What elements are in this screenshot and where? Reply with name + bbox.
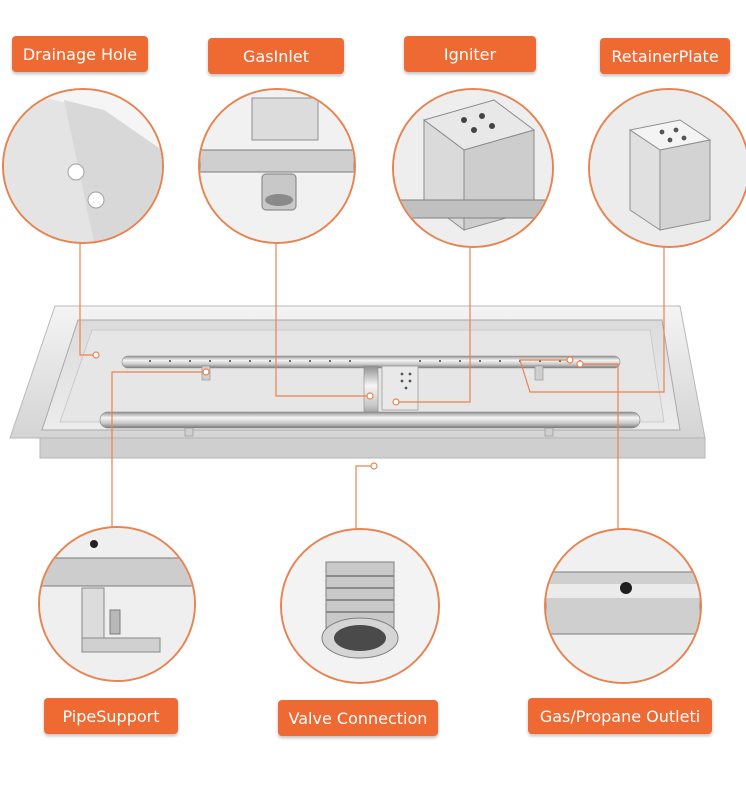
drainage-hole-detail (2, 88, 164, 244)
label-igniter: Igniter (404, 36, 536, 72)
label-drainage-hole: Drainage Hole (12, 36, 148, 72)
label-retainer-plate: RetainerPlate (600, 38, 730, 74)
burner-pipe-front (99, 411, 641, 429)
gas-outlet-detail (544, 528, 702, 684)
valve-connection-detail (280, 528, 440, 684)
leader-lines (79, 230, 665, 532)
label-gas-inlet: GasInlet (208, 38, 344, 74)
label-pipe-support: PipeSupport (44, 698, 178, 734)
gas-inlet-detail (198, 88, 356, 244)
label-valve-connection: Valve Connection (278, 700, 438, 736)
igniter-housing (381, 365, 419, 411)
label-gas-outlet: Gas/Propane Outleti (528, 698, 712, 734)
retainer-plate-detail (588, 88, 746, 248)
igniter-detail (392, 88, 554, 248)
pipe-support-detail (38, 526, 196, 682)
burner-pan (9, 305, 706, 459)
leader-dots (92, 351, 584, 470)
